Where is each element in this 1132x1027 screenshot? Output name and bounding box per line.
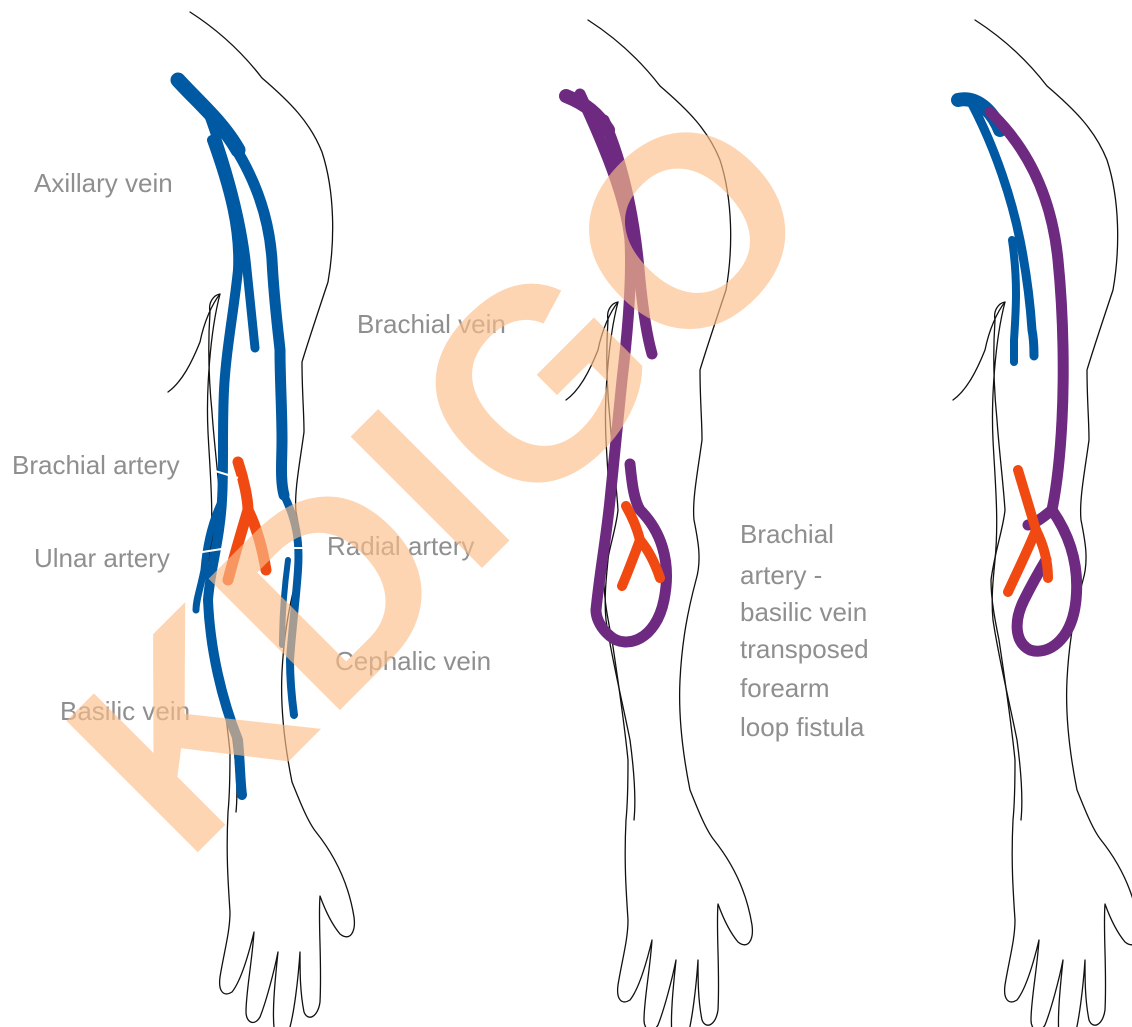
right-brachial-vein [972,104,1034,356]
caption-line-5: forearm [740,673,830,703]
caption-line-3: basilic vein [740,597,867,627]
middle-ulnar-artery [622,540,640,586]
label-axillary-vein: Axillary vein [34,168,173,198]
caption-line-4: transposed [740,634,869,664]
right-arm-vessels [958,99,1077,651]
label-brachial-artery: Brachial artery [12,450,180,480]
right-brachial-vein-branch [1012,240,1016,362]
caption-line-1: Brachial [740,519,834,549]
caption-line-6: loop fistula [740,712,865,742]
procedure-caption: Brachial artery - basilic vein transpose… [740,519,869,742]
caption-line-2: artery - [740,560,822,590]
